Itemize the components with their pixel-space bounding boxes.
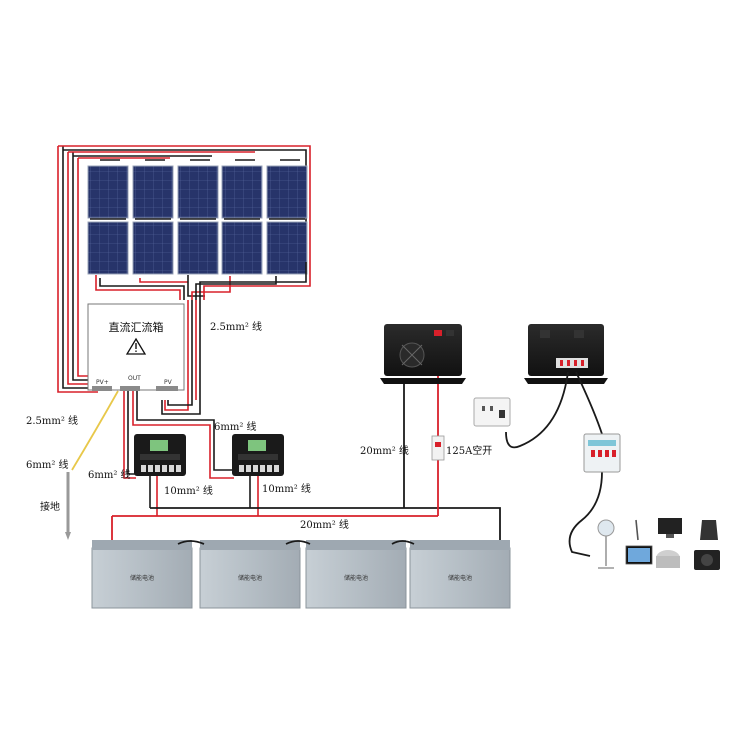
inverter-2 xyxy=(524,324,608,384)
label-ground: 接地 xyxy=(40,500,60,513)
breaker-125a xyxy=(431,435,445,461)
panel-output-wires xyxy=(95,262,311,415)
port-label-pv-right: PV xyxy=(164,379,173,386)
pv-string-wires xyxy=(57,145,311,393)
label-wire-10-left: 10mm² 线 xyxy=(164,484,213,497)
label-wire-6-ctrl-left: 6mm² 线 xyxy=(88,468,131,481)
label-breaker: 125A空开 xyxy=(446,444,492,457)
battery-3: 储能电池 xyxy=(305,540,407,609)
battery-2: 储能电池 xyxy=(199,540,301,609)
dc-combiner-box: 直流汇流箱 PV+ OUT PV xyxy=(87,303,185,391)
ac-output-wires xyxy=(505,371,603,557)
solar-panel xyxy=(221,165,263,275)
battery-4: 储能电池 xyxy=(409,540,511,609)
label-wire-6-left: 6mm² 线 xyxy=(26,458,69,471)
label-wire-2-5-top: 2.5mm² 线 xyxy=(210,320,262,333)
port-label-out: OUT xyxy=(128,375,141,382)
induction-cooker-icon xyxy=(694,550,720,570)
label-wire-20-bus: 20mm² 线 xyxy=(300,518,349,531)
inverter-1 xyxy=(380,324,466,384)
solar-panel xyxy=(177,165,219,275)
label-wire-6-ctrl-right: 6mm² 线 xyxy=(214,420,257,433)
tv-icon xyxy=(625,545,653,565)
appliance-small-icon xyxy=(635,519,639,541)
label-wire-20-inverter: 20mm² 线 xyxy=(360,444,409,457)
charge-controller-1 xyxy=(134,434,186,476)
combiner-title: 直流汇流箱 xyxy=(109,320,164,334)
battery-bank: 储能电池 储能电池 储能电池 储能电池 xyxy=(91,540,511,609)
controller-to-bus-wires xyxy=(149,476,259,516)
kettle-icon xyxy=(700,520,718,540)
battery-label: 储能电池 xyxy=(448,574,472,582)
rice-cooker-icon xyxy=(656,550,680,568)
battery-label: 储能电池 xyxy=(238,574,262,582)
appliances xyxy=(597,518,720,570)
battery-label: 储能电池 xyxy=(344,574,368,582)
combiner-to-controller-wires xyxy=(71,390,234,479)
distribution-box xyxy=(583,433,621,473)
battery-1: 储能电池 xyxy=(91,540,193,609)
computer-icon xyxy=(658,518,682,538)
port-label-pv-left: PV+ xyxy=(96,379,109,386)
fan-icon xyxy=(597,519,615,569)
label-wire-10-right: 10mm² 线 xyxy=(262,482,311,495)
solar-panel xyxy=(266,165,308,275)
solar-array xyxy=(87,159,308,275)
charge-controller-2 xyxy=(232,434,284,476)
solar-panel xyxy=(87,165,129,275)
label-wire-2-5-left: 2.5mm² 线 xyxy=(26,414,78,427)
wall-socket xyxy=(473,397,511,427)
battery-label: 储能电池 xyxy=(130,574,154,582)
solar-panel xyxy=(132,165,174,275)
warning-icon xyxy=(125,337,147,355)
ground-rod xyxy=(65,472,71,540)
